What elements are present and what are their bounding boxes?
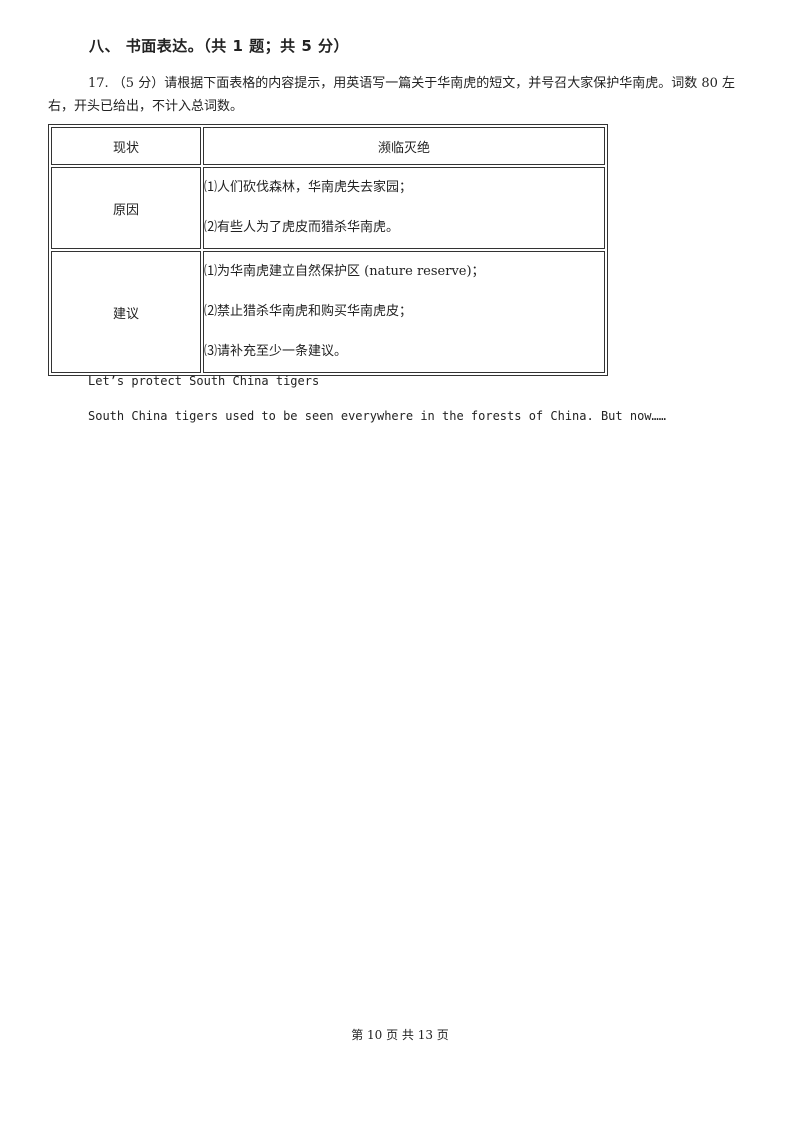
table-row-reason: 原因 ⑴人们砍伐森林，华南虎失去家园； ⑵有些人为了虎皮而猎杀华南虎。 xyxy=(51,167,605,249)
page-footer: 第 10 页 共 13 页 xyxy=(351,1028,449,1042)
table-row-status: 现状 濒临灭绝 xyxy=(51,127,605,165)
advice-item: ⑶请补充至少一条建议。 xyxy=(204,344,348,359)
advice-item: ⑴为华南虎建立自然保护区 (nature reserve)； xyxy=(204,264,485,279)
advice-label: 建议 xyxy=(51,251,201,373)
essay-opening-line: South China tigers used to be seen every… xyxy=(88,409,666,423)
reason-content: ⑴人们砍伐森林，华南虎失去家园； ⑵有些人为了虎皮而猎杀华南虎。 xyxy=(203,167,605,249)
reason-label: 原因 xyxy=(51,167,201,249)
table-row-advice: 建议 ⑴为华南虎建立自然保护区 (nature reserve)； ⑵禁止猎杀华… xyxy=(51,251,605,373)
reason-item: ⑴人们砍伐森林，华南虎失去家园； xyxy=(204,180,413,195)
reason-item: ⑵有些人为了虎皮而猎杀华南虎。 xyxy=(204,220,400,235)
status-value: 濒临灭绝 xyxy=(203,127,605,165)
advice-item: ⑵禁止猎杀华南虎和购买华南虎皮； xyxy=(204,304,413,319)
essay-title: Let’s protect South China tigers xyxy=(88,374,320,388)
question-prompt: 17. （5 分）请根据下面表格的内容提示，用英语写一篇关于华南虎的短文，并号召… xyxy=(48,76,736,114)
hint-table: 现状 濒临灭绝 原因 ⑴人们砍伐森林，华南虎失去家园； ⑵有些人为了虎皮而猎杀华… xyxy=(48,124,608,376)
advice-content: ⑴为华南虎建立自然保护区 (nature reserve)； ⑵禁止猎杀华南虎和… xyxy=(203,251,605,373)
status-label: 现状 xyxy=(51,127,201,165)
section-title: 八、 书面表达。（共 1 题；共 5 分） xyxy=(89,37,349,55)
